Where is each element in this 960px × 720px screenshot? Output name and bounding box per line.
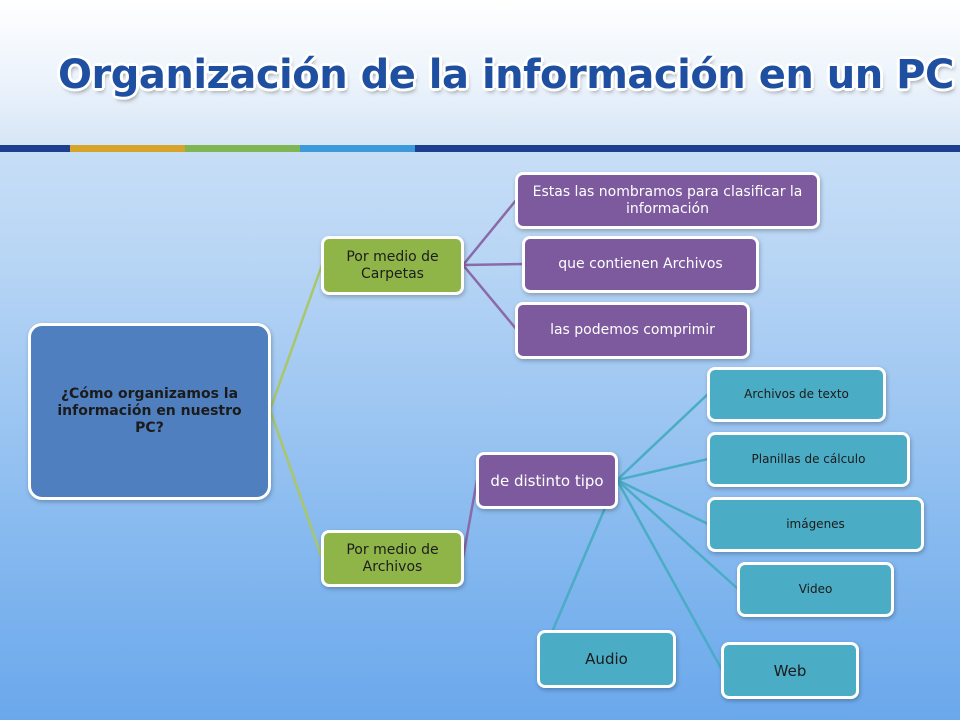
accent-bar-navy-right (415, 145, 960, 152)
branch-archivos-node: Por medio de Archivos (321, 530, 464, 587)
file-type-node: Video (737, 562, 894, 617)
file-type-node: Planillas de cálculo (707, 432, 910, 487)
connector-root-archivos (268, 409, 324, 559)
file-type-node: Web (721, 642, 859, 699)
slide-header: Organización de la información en un PC (0, 0, 960, 145)
carpetas-item-node: las podemos comprimir (515, 302, 750, 359)
connector-carpetas-item2 (462, 262, 525, 267)
connector-carpetas-item3 (462, 264, 518, 331)
accent-bar-navy (0, 145, 70, 152)
connector-sub-web (615, 479, 724, 671)
branch-carpetas-node: Por medio de Carpetas (321, 236, 464, 295)
connector-archivos-sub (461, 479, 479, 559)
carpetas-item-node: que contienen Archivos (522, 236, 759, 293)
connector-sub-video (616, 479, 739, 590)
connector-root-carpetas (268, 264, 324, 411)
accent-bar-gold (70, 145, 185, 152)
root-node: ¿Cómo organizamos la información en nues… (28, 323, 271, 500)
accent-bar-green (185, 145, 300, 152)
connector-sub-planillas (616, 457, 709, 482)
accent-bar-blue (300, 145, 415, 152)
carpetas-item-node: Estas las nombramos para clasificar la i… (515, 172, 820, 229)
file-type-node: imágenes (707, 497, 924, 552)
connector-sub-texto (616, 393, 709, 481)
archivos-sub-node: de distinto tipo (476, 452, 618, 509)
file-type-node: Audio (537, 630, 676, 688)
connector-carpetas-item1 (462, 198, 518, 266)
slide-title: Organización de la información en un PC (58, 52, 954, 98)
connector-sub-imagenes (616, 478, 709, 526)
file-type-node: Archivos de texto (707, 367, 886, 422)
